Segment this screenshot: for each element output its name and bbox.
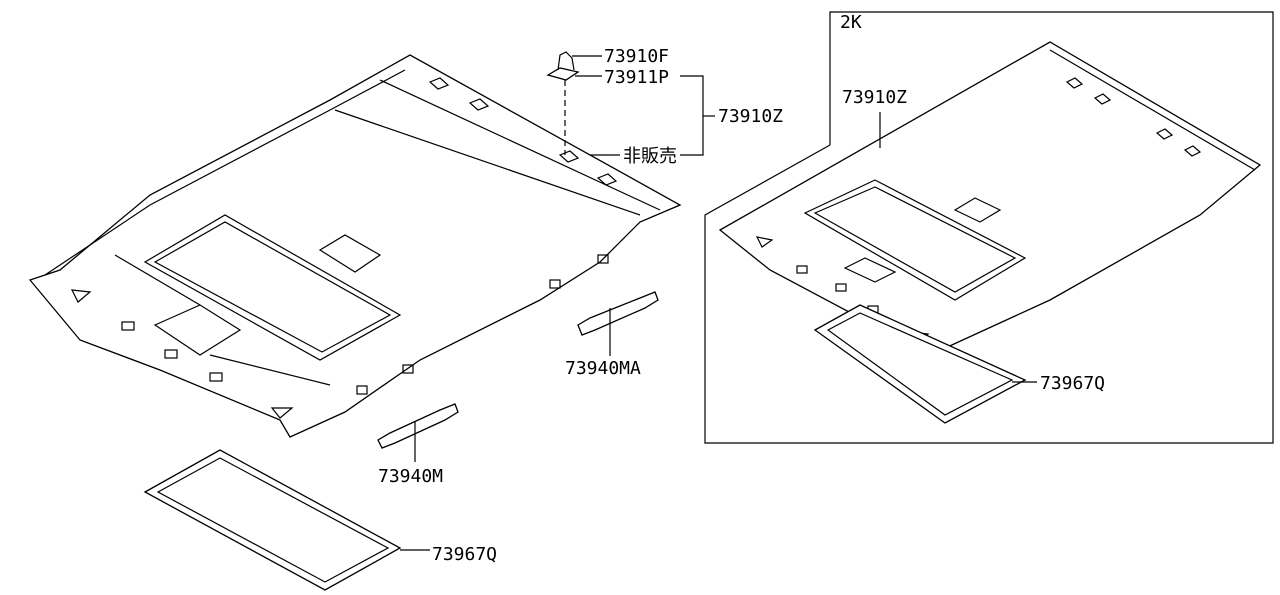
label-73940M: 73940M (378, 466, 443, 487)
assist-grip-rear (577, 291, 659, 356)
assist-grip-front (377, 403, 459, 462)
label-73910Z: 73910Z (718, 106, 783, 127)
label-73911P: 73911P (604, 67, 669, 88)
variant-box (704, 11, 1274, 444)
label-not-for-sale: 非販売 (623, 146, 677, 167)
clip-part (546, 51, 580, 155)
leader-lines (572, 55, 715, 156)
variant-code-2K: 2K (840, 12, 862, 33)
label-73910F: 73910F (604, 46, 669, 67)
label-variant-73910Z: 73910Z (842, 87, 907, 108)
label-73967Q: 73967Q (432, 544, 497, 565)
headlining-panel (28, 54, 682, 438)
sunroof-trim (143, 449, 430, 591)
label-variant-73967Q: 73967Q (1040, 373, 1105, 394)
label-73940MA: 73940MA (565, 358, 641, 379)
